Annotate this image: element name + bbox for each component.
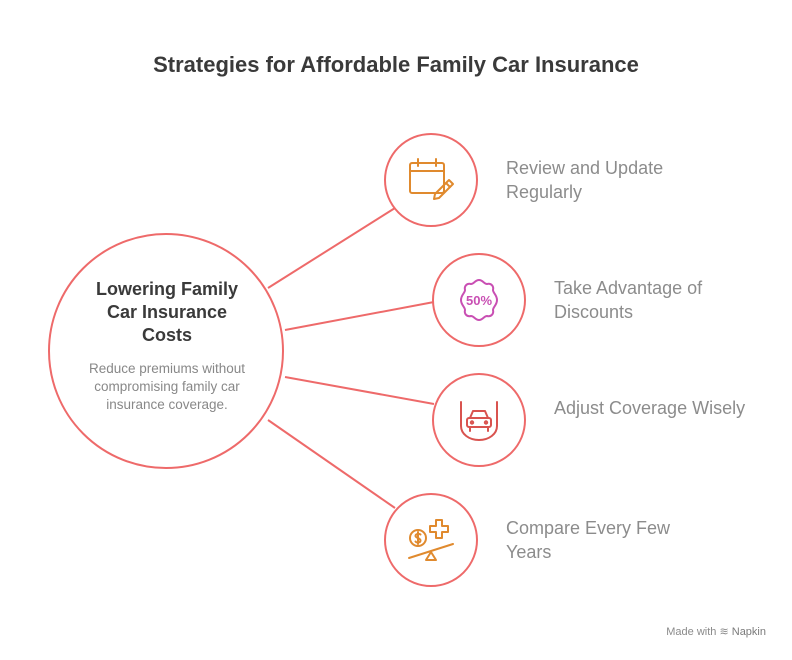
strategy-node-compare (384, 493, 478, 587)
strategy-label-coverage: Adjust Coverage Wisely (554, 398, 746, 418)
svg-text:50%: 50% (466, 293, 492, 308)
strategy-node-discounts: 50% (432, 253, 526, 347)
balance-dollar-plus-icon (408, 519, 454, 561)
connector-line-2 (284, 301, 435, 331)
connector-line-3 (284, 376, 435, 405)
discount-50-percent-icon: 50% (460, 279, 498, 321)
hub-description: Reduce premiums without compromising fam… (88, 361, 246, 412)
connector-line-4 (267, 419, 396, 509)
strategy-node-review (384, 133, 478, 227)
strategy-label-compare: Compare Every Few Years (506, 518, 671, 562)
strategy-label-discounts: Take Advantage of Discounts (554, 278, 703, 322)
hub-circle (48, 233, 284, 469)
connector-line-1 (267, 207, 396, 289)
footer-brand: Napkin (731, 626, 766, 638)
strategy-node-coverage (432, 373, 526, 467)
napkin-logo-icon: ≋ (719, 626, 729, 638)
calendar-pencil-icon (409, 158, 454, 200)
car-shield-icon (460, 401, 498, 441)
diagram-title: Strategies for Affordable Family Car Ins… (153, 52, 639, 77)
footer-credit: Made with ≋ Napkin (666, 625, 766, 638)
hub-title: Lowering Family Car Insurance Costs (95, 279, 239, 345)
footer-prefix: Made with (666, 626, 717, 638)
strategy-label-review: Review and Update Regularly (506, 158, 664, 202)
